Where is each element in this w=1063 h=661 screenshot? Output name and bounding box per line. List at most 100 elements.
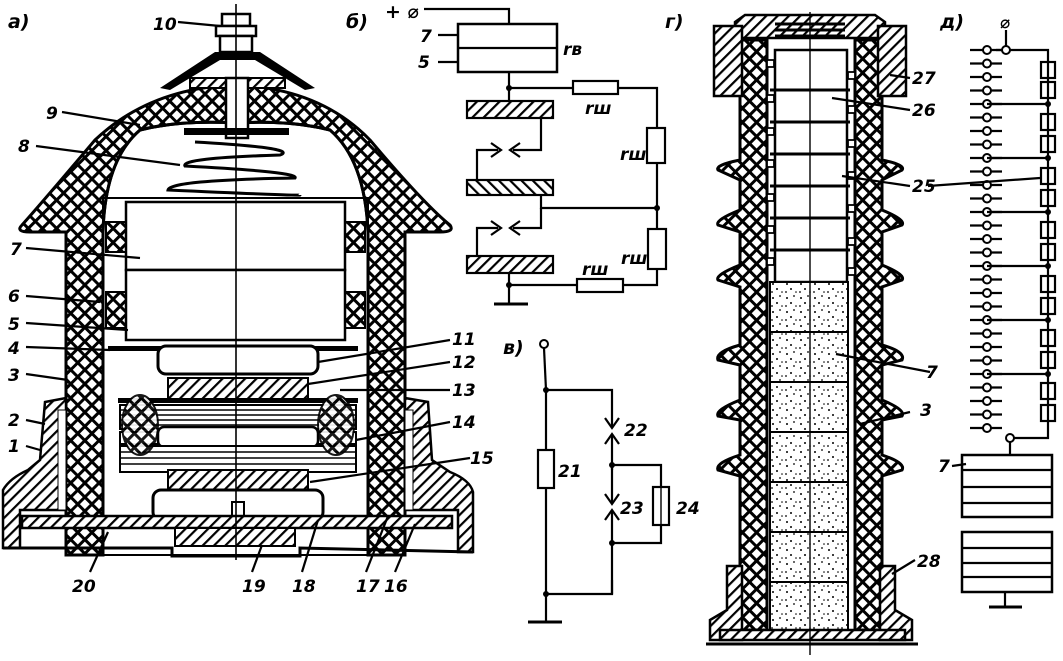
svg-text:16: 16 bbox=[384, 577, 408, 597]
svg-text:21: 21 bbox=[558, 462, 582, 482]
tap-node bbox=[1045, 263, 1051, 269]
resistor-21 bbox=[536, 448, 556, 490]
panel-d: д) ⌀ 7 bbox=[927, 11, 1057, 609]
panel-v-label: в) bbox=[503, 337, 524, 359]
svg-text:18: 18 bbox=[292, 577, 316, 597]
svg-text:20: 20 bbox=[72, 577, 96, 597]
shunt-resistor-column bbox=[987, 60, 1057, 455]
gap-node bbox=[982, 301, 992, 312]
top-bus bbox=[996, 48, 1050, 62]
gap-node bbox=[982, 409, 992, 420]
panel-a-label: а) bbox=[8, 11, 30, 33]
gap-node bbox=[982, 274, 992, 285]
svg-text:6: 6 bbox=[8, 287, 20, 307]
svg-text:7: 7 bbox=[938, 457, 950, 477]
svg-text:rш: rш bbox=[621, 249, 647, 269]
gap-node bbox=[982, 247, 992, 258]
panel-a-callouts: 10 9 8 7 6 5 4 3 2 1 11 12 13 1 bbox=[7, 15, 494, 597]
svg-text:5: 5 bbox=[418, 53, 430, 73]
panel-g: г) bbox=[665, 11, 941, 655]
positive-terminal: + ⌀ bbox=[385, 1, 419, 23]
svg-text:3: 3 bbox=[8, 366, 20, 386]
svg-text:rш: rш bbox=[620, 145, 646, 165]
gap-node bbox=[982, 342, 992, 352]
tap-node bbox=[1045, 371, 1051, 377]
svg-text:25: 25 bbox=[912, 177, 936, 197]
panel-g-label: г) bbox=[665, 11, 684, 33]
tap-node bbox=[1045, 209, 1051, 215]
resistor-discs bbox=[769, 281, 849, 633]
flange-left bbox=[1, 396, 68, 550]
gap-node bbox=[982, 126, 992, 136]
svg-text:11: 11 bbox=[452, 330, 476, 350]
gap-electrode-3 bbox=[465, 254, 555, 275]
terminal-node bbox=[1001, 45, 1011, 55]
panel-d-label: д) bbox=[939, 11, 964, 33]
gap-column bbox=[970, 30, 1050, 433]
svg-text:rв: rв bbox=[563, 40, 582, 60]
svg-text:1: 1 bbox=[8, 437, 20, 457]
gap-node bbox=[982, 166, 992, 177]
svg-text:rш: rш bbox=[585, 99, 611, 119]
gap-node bbox=[982, 72, 992, 82]
svg-text:8: 8 bbox=[18, 137, 30, 157]
svg-text:15: 15 bbox=[470, 449, 494, 469]
tap-node bbox=[1045, 101, 1051, 107]
panel-g-callouts: 27 26 25 7 3 28 bbox=[831, 69, 941, 575]
svg-text:27: 27 bbox=[912, 69, 936, 89]
svg-text:24: 24 bbox=[676, 499, 700, 519]
svg-text:12: 12 bbox=[452, 353, 476, 373]
gap-node bbox=[982, 85, 992, 96]
gap-node bbox=[982, 193, 992, 204]
svg-text:19: 19 bbox=[242, 577, 266, 597]
svg-text:23: 23 bbox=[620, 499, 644, 519]
top-flange bbox=[160, 52, 315, 90]
gap-node bbox=[982, 220, 992, 231]
svg-text:17: 17 bbox=[356, 577, 380, 597]
gap-units bbox=[766, 48, 856, 284]
column-bottom-flange bbox=[708, 564, 744, 642]
svg-text:26: 26 bbox=[912, 101, 936, 121]
svg-text:5: 5 bbox=[8, 315, 20, 335]
gap-node bbox=[982, 382, 992, 393]
gap-node bbox=[982, 139, 992, 150]
svg-text:10: 10 bbox=[153, 15, 177, 35]
panel-v: в) 21 22 23 24 bbox=[503, 337, 700, 624]
spark-gap-stack bbox=[118, 394, 358, 473]
spring bbox=[166, 140, 302, 197]
terminal-symbol: ⌀ bbox=[1000, 13, 1010, 33]
svg-text:7: 7 bbox=[926, 363, 938, 383]
gap-node bbox=[982, 45, 992, 55]
svg-text:rш: rш bbox=[582, 260, 608, 280]
gap-node bbox=[982, 112, 992, 123]
svg-text:14: 14 bbox=[452, 413, 476, 433]
gap-electrode-1 bbox=[465, 99, 555, 120]
gap-node bbox=[982, 328, 992, 339]
terminal-bolt bbox=[184, 12, 289, 140]
gap-node bbox=[982, 355, 992, 366]
svg-text:4: 4 bbox=[7, 339, 20, 359]
panel-b-label: б) bbox=[346, 11, 368, 33]
panel-a: а) bbox=[1, 4, 494, 597]
svg-text:22: 22 bbox=[624, 421, 648, 441]
gap-node bbox=[982, 396, 992, 406]
gap-electrode-2 bbox=[465, 178, 555, 197]
tap-node bbox=[1045, 317, 1051, 323]
gap-node bbox=[982, 423, 992, 433]
panel-b: б) + ⌀ 7 5 rв rш rш rш bbox=[346, 1, 668, 306]
tap-node bbox=[1045, 155, 1051, 161]
gap-node bbox=[982, 288, 992, 298]
svg-text:3: 3 bbox=[920, 401, 932, 421]
svg-text:9: 9 bbox=[46, 104, 58, 124]
svg-text:7: 7 bbox=[10, 240, 22, 260]
gap-node bbox=[982, 58, 992, 69]
svg-text:2: 2 bbox=[8, 411, 20, 431]
gap-node bbox=[982, 234, 992, 244]
bottom-node bbox=[1005, 433, 1015, 443]
svg-text:28: 28 bbox=[917, 552, 941, 572]
bottom-bus bbox=[1008, 432, 1050, 455]
svg-text:7: 7 bbox=[420, 27, 432, 47]
svg-text:13: 13 bbox=[452, 381, 476, 401]
